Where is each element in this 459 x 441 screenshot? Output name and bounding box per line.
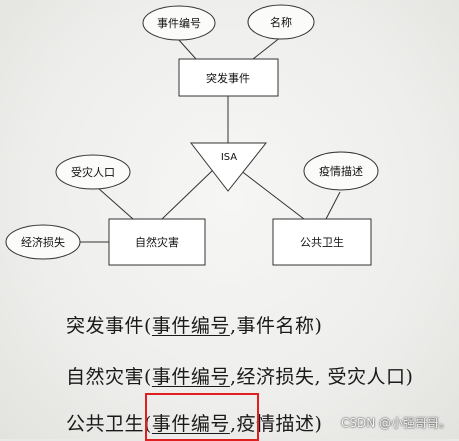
highlight-box <box>145 393 259 441</box>
attr-epidemic-description-label: 疫情描述 <box>319 164 363 178</box>
attr-economic-loss-ellipse <box>5 224 81 260</box>
relation-emergency-key: 事件编号 <box>151 315 230 337</box>
relation-emergency: 突发事件(事件编号,事件名称) <box>66 311 322 338</box>
watermark: CSDN @小强哥哥。 <box>340 416 451 430</box>
attr-event-id-label: 事件编号 <box>157 16 201 30</box>
edge-population-natural <box>97 187 134 220</box>
relation-natural-disaster: 自然灾害(事件编号,经济损失, 受灾人口) <box>66 362 413 389</box>
relation-public-health-rest: ,疫情描述) <box>229 413 323 435</box>
attr-event-id-ellipse <box>142 5 216 41</box>
relation-emergency-prefix: 突发事件( <box>66 315 152 337</box>
relation-public-health-key: 事件编号 <box>151 413 230 435</box>
relation-natural-disaster-prefix: 自然灾害( <box>66 366 152 388</box>
entity-emergency-label: 突发事件 <box>206 71 250 85</box>
edge-name-emergency <box>252 36 282 60</box>
isa-triangle <box>189 142 268 192</box>
attr-affected-population-label: 受灾人口 <box>71 165 115 179</box>
attr-name-ellipse <box>247 4 315 40</box>
entity-public-health-label: 公共卫生 <box>300 235 344 249</box>
edge-isa-public <box>239 169 305 220</box>
attr-economic-loss-label: 经济损失 <box>21 235 65 249</box>
attr-epidemic-description-ellipse <box>303 151 379 191</box>
attr-affected-population-ellipse <box>55 154 131 190</box>
attr-name-label: 名称 <box>270 15 292 29</box>
entity-natural-disaster-box <box>108 218 206 266</box>
relation-natural-disaster-rest: ,经济损失, 受灾人口) <box>229 366 414 388</box>
relation-public-health: 公共卫生(事件编号,疫情描述) <box>66 409 322 436</box>
edge-epidemic-public <box>325 191 341 220</box>
edge-isa-natural <box>161 169 214 220</box>
isa-label: ISA <box>221 152 237 163</box>
entity-public-health-box <box>272 218 372 266</box>
relation-public-health-prefix: 公共卫生( <box>66 413 152 435</box>
entity-natural-disaster-label: 自然灾害 <box>135 235 179 249</box>
entity-emergency-box <box>178 58 279 97</box>
relation-emergency-rest: ,事件名称) <box>229 315 323 337</box>
edge-eventid-emergency <box>177 38 197 60</box>
relation-natural-disaster-key: 事件编号 <box>151 366 230 388</box>
